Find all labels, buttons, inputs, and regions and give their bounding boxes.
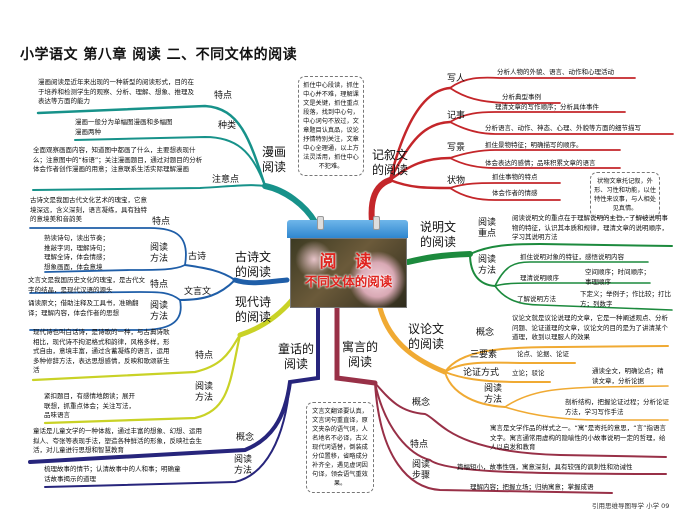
manhua-branch (32, 104, 318, 225)
tonghua-fangfa-text: 梳理故事的情节；认清故事中的人和事；明确童话故事揭示的道理 (44, 465, 181, 483)
jixu-zhuangwu-item: 抓住事物的特点 (492, 173, 538, 181)
yuyan-tedian-label: 特点 (410, 440, 429, 450)
shuoming-method-2: 理清说明顺序 (520, 274, 559, 282)
shuoming-zhongdian-text: 阅读说明文的重点在于理解说明的主旨，了解被说明事物的特征，认识其本质和规律，理清… (512, 214, 668, 241)
jixu-xieren-label: 写人 (447, 74, 466, 84)
tonghua-fangfa-label: 阅读 方法 (234, 455, 253, 476)
xiandai-fangfa-label: 阅读 方法 (195, 382, 214, 403)
yilun-gainian-text: 议论文就是议论说理的文章，它是一种阐述观点、分析问题、论证道理的文章，议论文的目… (512, 314, 668, 341)
calendar-ring-icon (373, 216, 380, 230)
jixu-branch (368, 76, 674, 225)
jixu-jishi-item: 理清文章的写作顺序；分析具体事件 (495, 103, 599, 111)
yilun-gainian-label: 概念 (476, 328, 495, 338)
shuoming-method-2-detail: 空间顺序；时间顺序；事理顺序 (585, 268, 650, 286)
manhua-zhuyi-text: 全面观察画面内容，知道图中都画了什么，主要想表现什么；注意图中的“标语”；关注漫… (33, 146, 203, 173)
shuoming-method-3-detail: 下定义；举例子；作比较；打比方；列数字 (580, 290, 671, 308)
xiandai-tedian-label: 特点 (195, 351, 214, 361)
blossom-image: 阅 读 不同文体的阅读 (290, 238, 407, 308)
note-zhuangwu: 状物文章托记叙，外形、习性和功能，以住特性来议事，与人相处见真情。 (590, 172, 660, 218)
wenyan-fangfa-label: 阅读 方法 (150, 301, 169, 322)
yilun-branch (377, 305, 669, 421)
yuyan-buzhou-text: 理解内容；把握立场；归纳寓意；掌握成语 (470, 483, 594, 491)
xiandai-branch (31, 297, 295, 425)
topic-yilun: 议论文 的阅读 (408, 322, 445, 351)
xiandai-fangfa-text: 紧扣题目，有感情地朗读；展开联想，抓重点体会；关注写法，品味语言 (44, 392, 135, 419)
yuyan-buzhou-label: 阅读 步骤 (412, 460, 431, 481)
gushi-branch (29, 227, 290, 331)
page-title: 小学语文 第八章 阅读 二、不同文体的阅读 (20, 47, 298, 63)
calendar-ring-icon (317, 216, 324, 230)
jixu-xieren-item: 分析人物的外貌、语言、动作和心理活动 (497, 68, 614, 76)
tonghua-branch (28, 306, 320, 488)
yilun-sanyaosu-text: 论点、论据、论证 (517, 350, 569, 358)
yuyan-branch (334, 305, 667, 494)
topic-xiandai: 现代诗 的阅读 (235, 295, 272, 324)
jixu-xiejing-label: 写景 (447, 143, 466, 153)
center-title: 阅 读 (319, 252, 378, 272)
shuoming-method-1: 抓住说明对象的特征，感悟说明内容 (520, 253, 624, 261)
jixu-jishi-item: 分析语言、动作、神态、心理、外貌等方面的细节描写 (485, 124, 641, 132)
gushi-fangfa-label: 阅读 方法 (150, 243, 169, 264)
manhua-zhuyi-label: 注意点 (212, 175, 240, 185)
yilun-lunzheng-text: 立论；驳论 (512, 369, 545, 377)
shuoming-branch (405, 242, 673, 311)
jixu-xieren-item: 分析典型事例 (502, 93, 541, 101)
gushi-fangfa-text: 熟读诗句，读出节奏；推敲字词，理解诗句；理解全诗，体会情感；想象画面，体会意境 (44, 234, 109, 271)
topic-tonghua: 童话的 阅读 (278, 342, 315, 371)
wenyan-fangfa-text: 诵读原文；借助注释及工具书，准确翻译；理解内容，体会作者的思想 (28, 299, 139, 317)
jixu-xiejing-item: 抓住景物特征；明确描写的顺序。 (485, 141, 583, 149)
manhua-tedian-text: 漫画阅读是近年来出现的一种新型的阅读形式，目的在于培养和检测学生的观察、分析、理… (38, 78, 194, 105)
yilun-method-1: 通读全文，明确论点；精读文章，分析论据 (592, 367, 664, 385)
tonghua-gainian-label: 概念 (236, 433, 255, 443)
topic-shuoming: 说明文 的阅读 (420, 220, 457, 249)
jixu-zhuangwu-item: 体会作者的情感 (492, 189, 538, 197)
yilun-fangfa-label: 阅读 方法 (484, 384, 503, 405)
yuyan-tedian-text: 篇幅短小，故事性强，寓意深刻，具有较强的讽刺性和劝诫性 (457, 463, 633, 471)
topic-jixu: 记叙文 的阅读 (372, 148, 409, 177)
xiandai-tedian-text: 现代诗也叫白话诗，是诗歌的一种，与古典诗歌相比，现代诗不拘泥格式和韵律，风格多样… (33, 328, 170, 374)
gushi-gushi-label: 古诗 (188, 252, 207, 262)
gushi-tedian-text: 古诗文是我国古代文化艺术的瑰宝，它意境深远，含义深刻，语言凝练，具有独特的意境美… (30, 196, 147, 223)
calendar-header (287, 220, 408, 238)
manhua-tedian-label: 特点 (214, 91, 233, 101)
yuyan-gainian-text: 寓言是文学作品的样式之一。“寓”是寄托的意思，“言”指语言文字。寓言通常用虚构的… (490, 424, 666, 451)
topic-yuyan: 寓言的 阅读 (342, 340, 379, 369)
center-subtitle: 不同文体的阅读 (304, 274, 393, 289)
yilun-lunzheng-label: 论证方式 (463, 368, 500, 378)
shuoming-zhongdian-label: 阅读 重点 (478, 218, 497, 239)
yilun-method-2: 剖析结构，把握论证过程；分析论证方法，学习写作手法 (565, 398, 669, 416)
yuyan-gainian-label: 概念 (412, 398, 431, 408)
footer-text: 引用思维导图导学 小学 09 (592, 502, 670, 510)
wenyan-tedian-label: 特点 (150, 280, 169, 290)
wenyan-label: 文言文 (184, 287, 212, 297)
manhua-zhonglei-label: 种类 (218, 121, 237, 131)
shuoming-fangfa-label: 阅读 方法 (478, 255, 497, 276)
tonghua-gainian-text: 童话是儿童文学的一种体裁，通过丰富的想象、幻想、运用拟人、夸张等表现手法，塑造各… (33, 427, 202, 454)
topic-gushi: 古诗文 的阅读 (235, 250, 272, 279)
wenyan-tedian-text: 文言文是我国历史文化的瑰宝，是古代文字的结晶，是现代汉语的源头 (28, 276, 145, 294)
shuoming-method-3: 了解说明方法 (517, 295, 556, 303)
yilun-sanyaosu-label: 三要素 (470, 350, 498, 360)
gushi-tedian-label: 特点 (152, 217, 171, 227)
jixu-zhuangwu-label: 状物 (447, 176, 466, 186)
jixu-jishi-label: 记事 (447, 111, 466, 121)
note-wenyan: 文言文翻译要认真，文言词句重直译，原文夹杂的语气词，人名地名不必译，古义现代词语… (306, 402, 374, 493)
topic-manhua: 漫画 阅读 (262, 145, 287, 174)
note-zhongxin: 抓住中心段读，抓住中心并不难，理解课文是关键，抓住重点段落，找到中心句，中心词句… (298, 76, 364, 176)
center-topic-card: 阅 读 不同文体的阅读 (287, 216, 408, 308)
jixu-xiejing-item: 体会表达的感情；品味积累文章的语言 (485, 159, 596, 167)
manhua-zhonglei-text: 漫画一般分为单幅图漫画和多幅图漫画两种 (75, 118, 173, 136)
